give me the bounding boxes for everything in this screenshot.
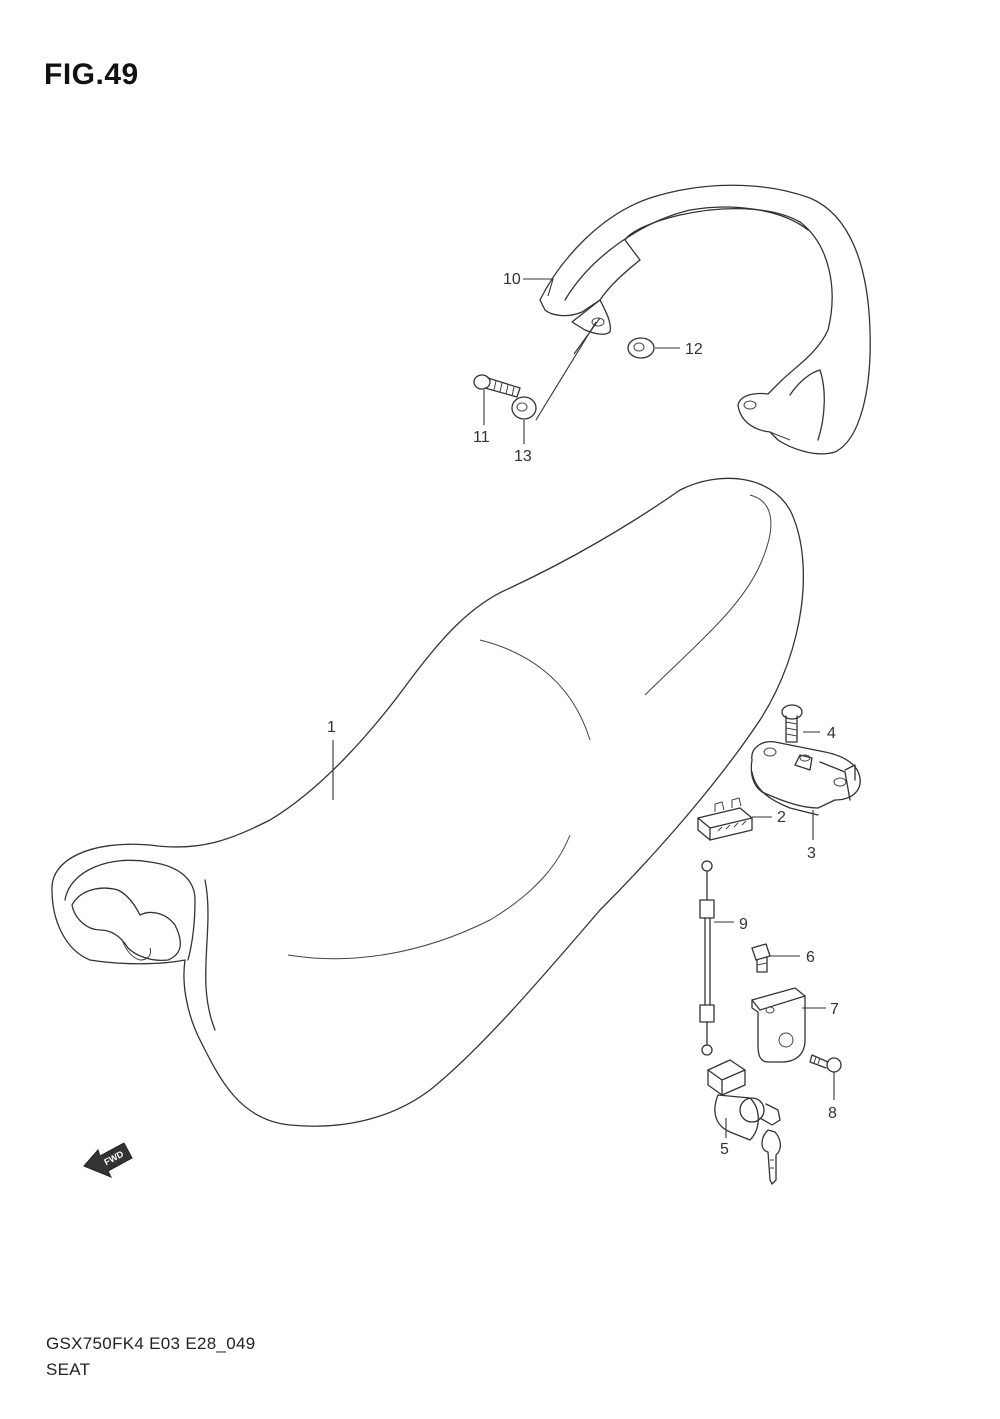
bracket-3	[750, 741, 861, 816]
washer-13	[511, 396, 537, 420]
grab-rail	[539, 184, 871, 455]
leader-lines	[332, 278, 835, 1138]
callout-11: 11	[473, 429, 490, 446]
seat	[51, 477, 805, 1127]
callout-labels: 1 2 3 4 5 6 7 8 9 10 11 12 13	[327, 271, 839, 1158]
callout-6: 6	[806, 949, 815, 966]
screw-4	[781, 704, 803, 743]
bolt-11	[473, 374, 521, 398]
figure-title: FIG.49	[44, 58, 139, 91]
callout-3: 3	[807, 845, 816, 862]
bolt-6	[751, 943, 771, 973]
callout-8: 8	[828, 1105, 837, 1122]
diagram-code: GSX750FK4 E03 E28_049	[46, 1334, 256, 1353]
seat-lock-5	[707, 1059, 782, 1185]
cushion-2	[697, 797, 753, 841]
diagram-name: SEAT	[46, 1360, 91, 1379]
cable-9	[699, 860, 715, 1056]
callout-1: 1	[327, 719, 336, 736]
callout-10: 10	[503, 271, 521, 288]
callout-4: 4	[827, 725, 836, 742]
screw-8	[809, 1054, 842, 1073]
callout-12: 12	[685, 341, 703, 358]
callout-5: 5	[720, 1141, 729, 1158]
callout-9: 9	[739, 916, 748, 933]
nut-12	[627, 337, 655, 359]
callout-2: 2	[777, 809, 786, 826]
callout-7: 7	[830, 1001, 839, 1018]
forward-arrow-icon: FWD	[83, 1142, 133, 1178]
callout-13: 13	[514, 448, 532, 465]
plate-7	[751, 987, 806, 1063]
